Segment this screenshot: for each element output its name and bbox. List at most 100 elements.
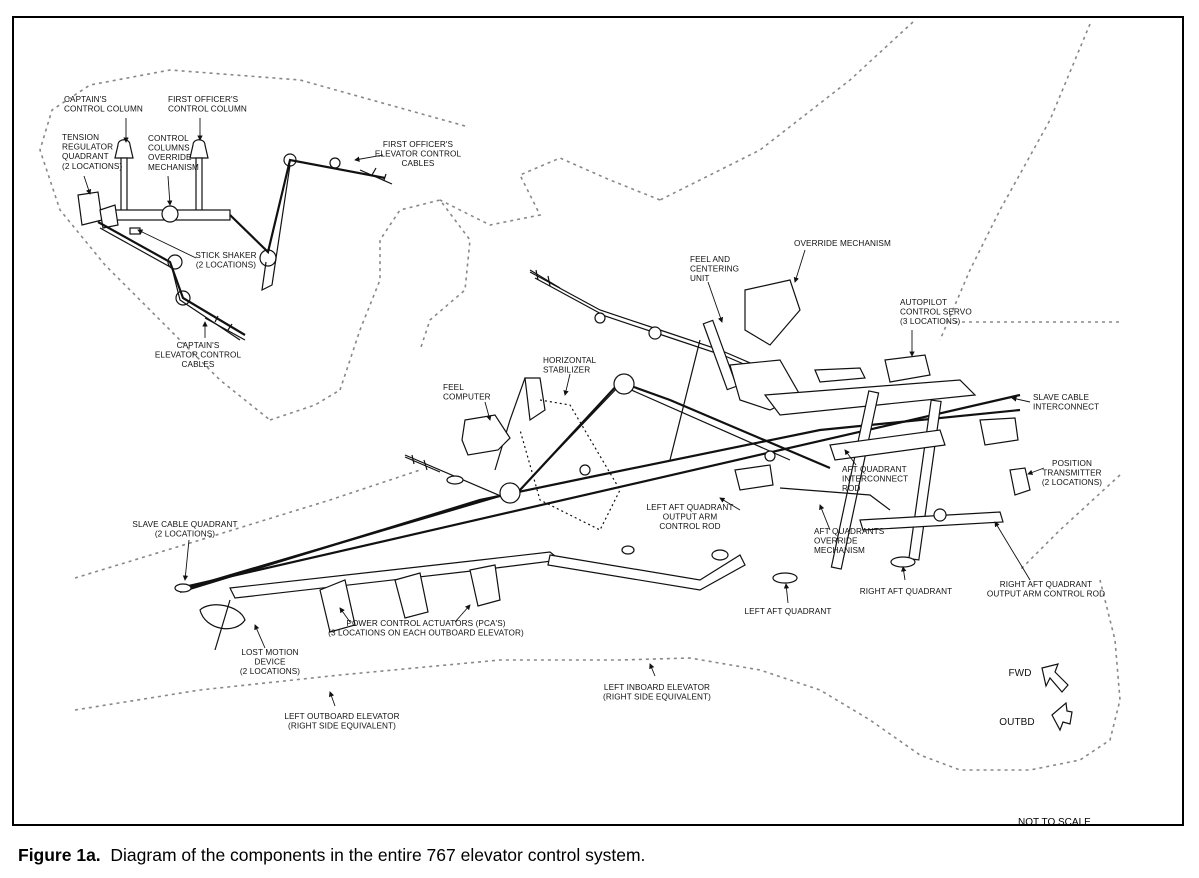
label-slave-cable-quadrant: SLAVE CABLE QUADRANT(2 LOCATIONS): [132, 520, 237, 539]
label-line: CENTERING: [690, 265, 739, 274]
label-outbd: OUTBD: [999, 717, 1035, 728]
label-line: REGULATOR: [62, 143, 113, 152]
label-line: STABILIZER: [543, 366, 590, 375]
label-line: (RIGHT SIDE EQUIVALENT): [603, 693, 711, 702]
label-line: UNIT: [690, 274, 710, 283]
caption-label: Figure 1a.: [18, 845, 101, 865]
label-override-mechanism: OVERRIDE MECHANISM: [794, 239, 891, 248]
label-fwd: FWD: [1008, 668, 1031, 679]
label-line: LEFT INBOARD ELEVATOR: [604, 683, 710, 692]
cockpit-controls: [77, 139, 393, 341]
label-line: OUTPUT ARM CONTROL ROD: [987, 590, 1105, 599]
aft-quadrants: [772, 390, 1031, 584]
label-line: POWER CONTROL ACTUATORS (PCA'S): [346, 619, 505, 628]
label-line: COMPUTER: [443, 393, 491, 402]
stabilizer-feel-computer: [461, 377, 621, 531]
fuselage-outline: [39, 69, 471, 421]
label-line: QUADRANT: [62, 152, 109, 161]
label-line: OVERRIDE: [148, 153, 192, 162]
label-line: SLAVE CABLE: [1033, 393, 1089, 402]
label-stick-shaker: STICK SHAKER(2 LOCATIONS): [195, 251, 256, 270]
label-line: MECHANISM: [814, 546, 865, 555]
label-line: (2 LOCATIONS): [1042, 478, 1102, 487]
label-line: AFT QUADRANT: [842, 465, 907, 474]
actuator-linkage: [174, 545, 746, 651]
label-line: LOST MOTION: [241, 648, 298, 657]
label-line: RIGHT AFT QUADRANT: [1000, 580, 1092, 589]
label-line: AFT QUADRANTS: [814, 527, 885, 536]
label-line: FWD: [1008, 668, 1031, 679]
label-line: ELEVATOR CONTROL: [375, 150, 462, 159]
label-line: COLUMNS: [148, 144, 190, 153]
label-line: CAPTAIN'S: [177, 341, 220, 350]
label-line: OVERRIDE: [814, 537, 858, 546]
fwd-arrow-icon: [1041, 663, 1069, 693]
label-line: POSITION: [1052, 459, 1092, 468]
label-line: INTERCONNECT: [842, 475, 908, 484]
horizontal-stabilizer-outline: [74, 21, 1121, 771]
figure-caption: Figure 1a. Diagram of the components in …: [18, 845, 645, 866]
label-left-outboard-elevator: LEFT OUTBOARD ELEVATOR(RIGHT SIDE EQUIVA…: [284, 712, 399, 731]
label-line: TENSION: [62, 133, 99, 142]
label-line: STICK SHAKER: [195, 251, 256, 260]
label-line: OUTBD: [999, 717, 1035, 728]
label-line: TRANSMITTER: [1042, 469, 1101, 478]
label-line: FIRST OFFICER'S: [383, 140, 454, 149]
scale-note: NOT TO SCALE: [1018, 817, 1091, 828]
label-line: (2 LOCATIONS): [240, 667, 300, 676]
leader-lines: [83, 118, 1045, 707]
label-line: ELEVATOR CONTROL: [155, 351, 242, 360]
label-pcas: POWER CONTROL ACTUATORS (PCA'S)(3 LOCATI…: [328, 619, 524, 638]
label-line: (2 LOCATIONS): [155, 530, 215, 539]
label-line: RIGHT AFT QUADRANT: [860, 587, 952, 596]
label-right-aft-quadrant: RIGHT AFT QUADRANT: [860, 587, 952, 596]
label-line: (2 LOCATIONS): [196, 261, 256, 270]
label-line: (2 LOCATIONS): [62, 162, 122, 171]
label-line: OUTPUT ARM: [663, 513, 718, 522]
label-left-aft-quadrant: LEFT AFT QUADRANT: [745, 607, 832, 616]
label-line: MECHANISM: [148, 163, 199, 172]
label-line: LEFT AFT QUADRANT: [647, 503, 734, 512]
label-line: FEEL AND: [690, 255, 730, 264]
label-line: HORIZONTAL: [543, 356, 597, 365]
label-line: (3 LOCATIONS): [900, 317, 960, 326]
label-line: SLAVE CABLE QUADRANT: [132, 520, 237, 529]
compass-arrows: [1041, 663, 1073, 732]
label-line: (3 LOCATIONS ON EACH OUTBOARD ELEVATOR): [328, 629, 524, 638]
label-line: CONTROL: [148, 134, 189, 143]
label-line: CAPTAIN'S: [64, 95, 107, 104]
label-left-inboard-elevator: LEFT INBOARD ELEVATOR(RIGHT SIDE EQUIVAL…: [603, 683, 711, 702]
label-line: CONTROL COLUMN: [64, 105, 143, 114]
label-line: CONTROL ROD: [659, 522, 720, 531]
label-line: OVERRIDE MECHANISM: [794, 239, 891, 248]
label-line: CONTROL SERVO: [900, 308, 972, 317]
label-line: LEFT AFT QUADRANT: [745, 607, 832, 616]
caption-text: Diagram of the components in the entire …: [110, 845, 646, 865]
outbd-arrow-icon: [1051, 701, 1073, 732]
label-line: CONTROL COLUMN: [168, 105, 247, 114]
label-line: ROD: [842, 484, 861, 493]
label-line: (RIGHT SIDE EQUIVALENT): [288, 722, 396, 731]
label-line: INTERCONNECT: [1033, 403, 1099, 412]
label-line: LEFT OUTBOARD ELEVATOR: [284, 712, 399, 721]
label-line: FIRST OFFICER'S: [168, 95, 239, 104]
